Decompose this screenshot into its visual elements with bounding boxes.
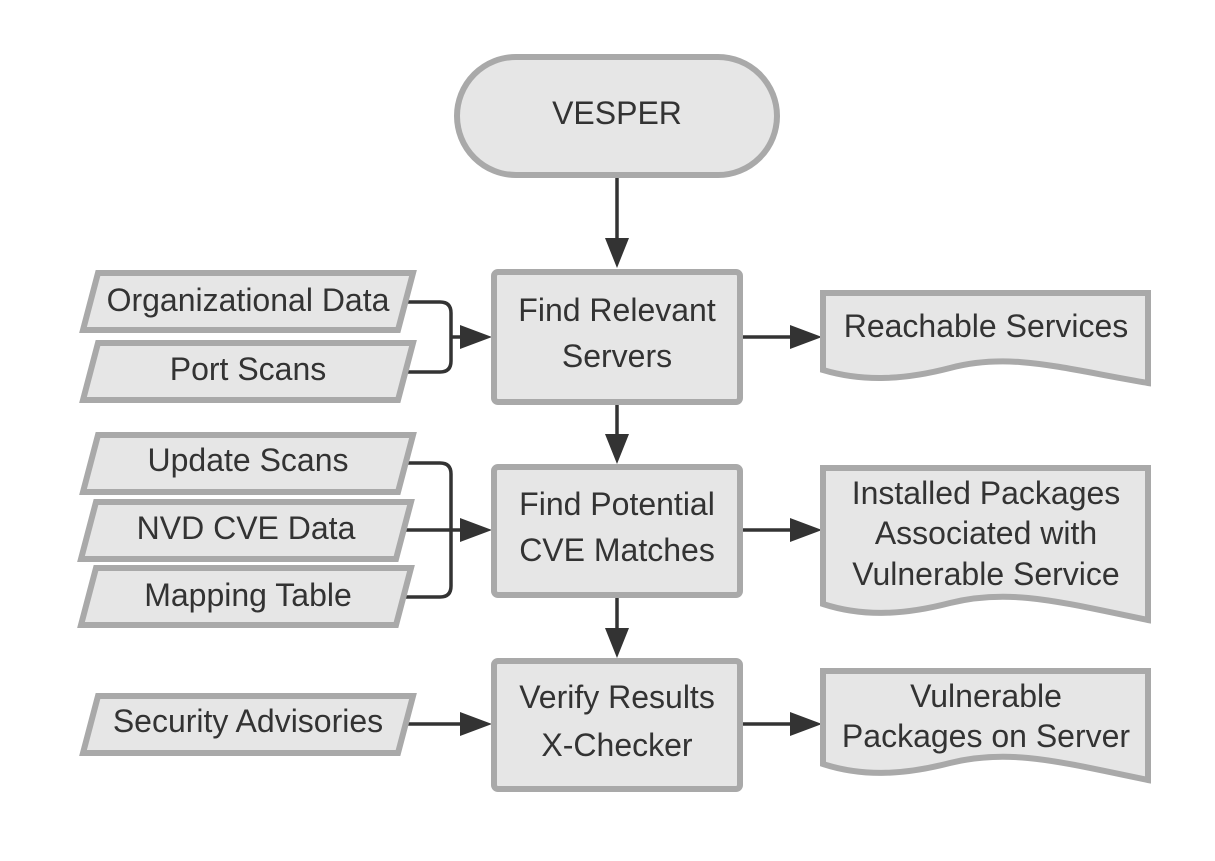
input-port-scans: Port Scans xyxy=(79,340,417,403)
arrowhead xyxy=(460,325,492,349)
process-label-line: Servers xyxy=(562,338,672,374)
process-find-relevant-servers: Find Relevant Servers xyxy=(491,269,743,405)
output-label-line: Associated with xyxy=(875,515,1097,551)
process-label-line: Find Potential xyxy=(519,486,715,522)
output-label-line: Vulnerable xyxy=(910,678,1062,714)
process-find-potential-cve-matches: Find Potential CVE Matches xyxy=(491,464,743,598)
process-verify-results: Verify Results X-Checker xyxy=(491,658,743,792)
arrowhead xyxy=(790,325,822,349)
output-vulnerable-packages: Vulnerable Packages on Server xyxy=(820,668,1151,784)
input-label: Mapping Table xyxy=(144,577,352,613)
input-organizational-data: Organizational Data xyxy=(79,270,417,333)
input-security-advisories: Security Advisories xyxy=(79,693,417,756)
arrowhead xyxy=(605,238,629,268)
process-label-line: Verify Results xyxy=(519,679,715,715)
output-installed-packages: Installed Packages Associated with Vulne… xyxy=(820,465,1151,624)
input-update-scans: Update Scans xyxy=(79,432,417,495)
process-label-line: X-Checker xyxy=(541,727,693,763)
arrowhead xyxy=(790,518,822,542)
connector-inputs-servers-bracket xyxy=(405,300,453,374)
arrowhead xyxy=(460,712,492,736)
arrowhead xyxy=(605,434,629,464)
input-label: Organizational Data xyxy=(107,282,390,318)
output-label-line: Vulnerable Service xyxy=(852,556,1119,592)
arrowhead xyxy=(605,628,629,658)
start-label: VESPER xyxy=(552,95,682,131)
output-reachable-services: Reachable Services xyxy=(820,290,1151,387)
input-nvd-cve-data: NVD CVE Data xyxy=(77,499,415,562)
output-label-line: Packages on Server xyxy=(842,718,1131,754)
input-label: NVD CVE Data xyxy=(137,510,356,546)
output-label-line: Reachable Services xyxy=(844,308,1129,344)
input-label: Port Scans xyxy=(170,351,327,387)
process-label-line: CVE Matches xyxy=(519,532,715,568)
output-label-line: Installed Packages xyxy=(852,475,1121,511)
input-label: Security Advisories xyxy=(113,703,383,739)
process-label-line: Find Relevant xyxy=(518,292,716,328)
input-label: Update Scans xyxy=(147,442,348,478)
start-terminator: VESPER xyxy=(454,54,780,178)
connectors xyxy=(405,177,822,736)
arrowhead xyxy=(790,712,822,736)
arrowhead xyxy=(460,518,492,542)
input-mapping-table: Mapping Table xyxy=(77,565,415,628)
